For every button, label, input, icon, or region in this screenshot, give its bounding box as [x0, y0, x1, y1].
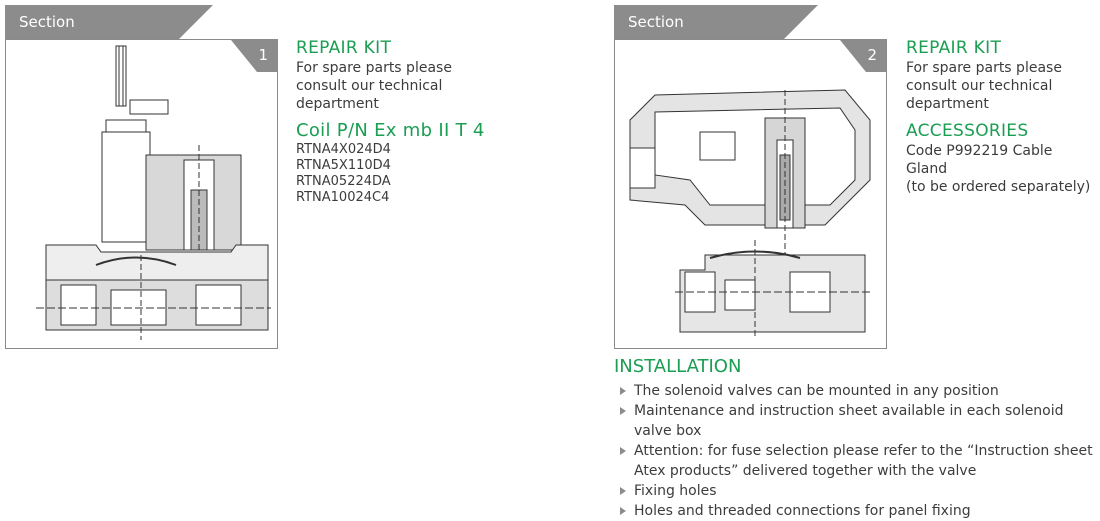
- section-number-badge-2: 2: [840, 40, 886, 72]
- bullet-arrow-icon: [620, 447, 626, 455]
- installation-item: Fixing holes: [614, 481, 1100, 501]
- section-number-2: 2: [867, 46, 877, 64]
- installation-item: The solenoid valves can be mounted in an…: [614, 381, 1100, 401]
- installation-item-text: The solenoid valves can be mounted in an…: [634, 383, 999, 399]
- installation-item: Attention: for fuse selection please ref…: [614, 441, 1100, 461]
- coil-code: RTNA5X110D4: [296, 158, 391, 173]
- coil-code: RTNA4X024D4: [296, 142, 391, 157]
- section-tab-2: Section: [614, 5, 818, 39]
- installation-item-text: Attention: for fuse selection please ref…: [634, 443, 1093, 459]
- section-number-1: 1: [258, 46, 268, 64]
- repair-kit-title-1: REPAIR KIT: [296, 38, 392, 58]
- repair-kit-line: consult our technical: [296, 78, 443, 94]
- repair-kit-line: For spare parts please: [906, 60, 1062, 76]
- installation-item-text: Atex products” delivered together with t…: [634, 463, 977, 479]
- repair-kit-line: department: [296, 96, 379, 112]
- repair-kit-title-2: REPAIR KIT: [906, 38, 1002, 58]
- accessories-line: (to be ordered separately): [906, 179, 1091, 195]
- bullet-arrow-icon: [620, 507, 626, 515]
- valve-section-drawing-1: [36, 45, 271, 340]
- accessories-line: Code P992219 Cable Gland: [906, 143, 1053, 177]
- panel1-info: REPAIR KIT For spare parts please consul…: [296, 37, 556, 206]
- installation-item-text: Holes and threaded connections for panel…: [634, 503, 971, 519]
- bullet-arrow-icon: [620, 387, 626, 395]
- coil-code: RTNA05224DA: [296, 174, 391, 189]
- installation-item-text: Maintenance and instruction sheet availa…: [634, 403, 1064, 439]
- installation-item: Maintenance and instruction sheet availa…: [614, 401, 1100, 441]
- installation-item-continuation: Atex products” delivered together with t…: [614, 461, 1100, 481]
- section-tab-1: Section: [5, 5, 213, 39]
- installation-item: Holes and threaded connections for panel…: [614, 501, 1100, 521]
- installation-title: INSTALLATION: [614, 356, 742, 377]
- bullet-arrow-icon: [620, 487, 626, 495]
- section-drawing-frame-2: 2: [614, 39, 887, 349]
- installation-section: INSTALLATION The solenoid valves can be …: [614, 356, 1100, 521]
- repair-kit-line: department: [906, 96, 989, 112]
- coil-code-list: RTNA4X024D4 RTNA5X110D4 RTNA05224DA RTNA…: [296, 142, 556, 206]
- bullet-arrow-icon: [620, 407, 626, 415]
- valve-section-drawing-2: [629, 89, 873, 338]
- section-drawing-frame-1: 1: [5, 39, 278, 349]
- coil-code: RTNA10024C4: [296, 190, 390, 205]
- installation-list: The solenoid valves can be mounted in an…: [614, 381, 1100, 521]
- accessories-title: ACCESSORIES: [906, 121, 1029, 141]
- panel2-info: REPAIR KIT For spare parts please consul…: [906, 37, 1096, 196]
- section-number-badge-1: 1: [231, 40, 277, 72]
- repair-kit-line: For spare parts please: [296, 60, 452, 76]
- installation-item-text: Fixing holes: [634, 483, 717, 499]
- repair-kit-line: consult our technical: [906, 78, 1053, 94]
- coil-title: Coil P/N Ex mb II T 4: [296, 120, 485, 141]
